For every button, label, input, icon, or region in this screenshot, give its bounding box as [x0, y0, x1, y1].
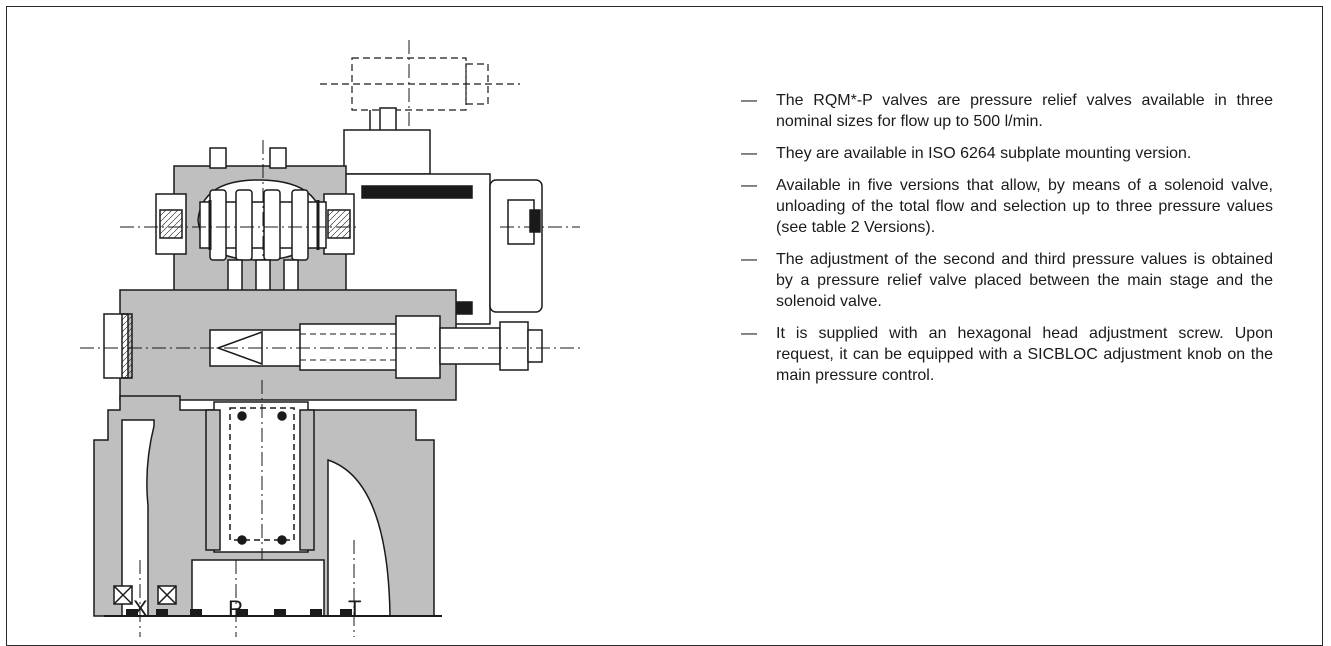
feature-list: — The RQM*-P valves are pressure relief …	[741, 90, 1273, 386]
port-label-x: X	[133, 596, 148, 621]
bullet-dash: —	[741, 251, 757, 268]
paragraph-text: It is supplied with an hexagonal head ad…	[776, 325, 1273, 384]
feature-paragraph: — Available in five versions that allow,…	[741, 175, 1273, 238]
paragraph-text: Available in five versions that allow, b…	[776, 177, 1273, 236]
feature-paragraph: — The RQM*-P valves are pressure relief …	[741, 90, 1273, 132]
paragraph-text: The adjustment of the second and third p…	[776, 251, 1273, 310]
feature-paragraph: — They are available in ISO 6264 subplat…	[741, 143, 1273, 164]
port-label-p: P	[228, 596, 243, 621]
bullet-dash: —	[741, 92, 757, 109]
port-label-t: T	[348, 596, 362, 621]
paragraph-text: The RQM*-P valves are pressure relief va…	[776, 92, 1273, 130]
description-text-block: — The RQM*-P valves are pressure relief …	[741, 90, 1273, 397]
valve-cross-section-drawing	[60, 40, 620, 637]
valve-section-svg	[80, 40, 580, 637]
paragraph-text: They are available in ISO 6264 subplate …	[776, 145, 1192, 162]
bullet-dash: —	[741, 325, 757, 342]
bullet-dash: —	[741, 145, 757, 162]
bullet-dash: —	[741, 177, 757, 194]
feature-paragraph: — The adjustment of the second and third…	[741, 249, 1273, 312]
feature-paragraph: — It is supplied with an hexagonal head …	[741, 323, 1273, 386]
